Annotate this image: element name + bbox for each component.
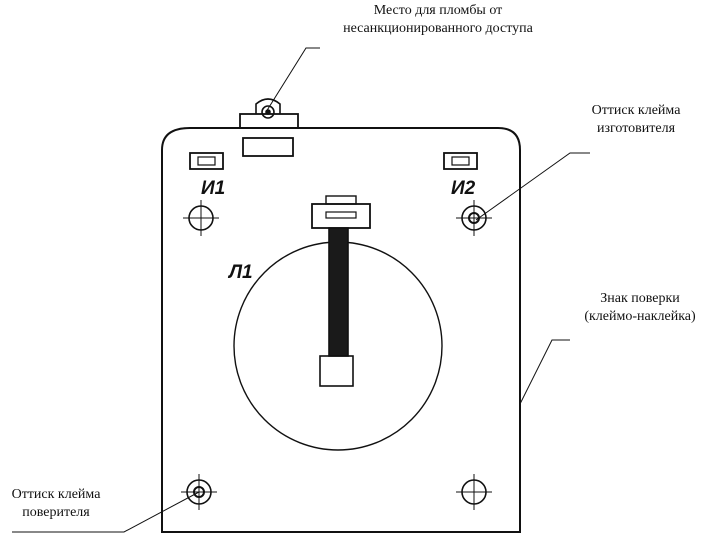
terminal-label-i2: И2 <box>451 178 476 199</box>
terminal-block-left <box>189 152 224 170</box>
callout-verifier-line1: Оттиск клейма <box>11 487 101 502</box>
terminal-label-l1: Л1 <box>227 262 253 283</box>
terminal-block-right <box>443 152 478 170</box>
housing-outline <box>161 127 521 533</box>
leader-verifier <box>12 491 200 533</box>
leader-seal <box>265 47 320 113</box>
callout-manufacturer-line1: Оттиск клейма <box>591 103 681 118</box>
callout-seal-line1: Место для пломбы от <box>373 3 503 18</box>
callout-manufacturer-line2: изготовителя <box>596 121 676 136</box>
callout-seal-place: Место для пломбы от несанкционированного… <box>318 2 558 38</box>
callout-verifier-stamp: Оттиск клейма поверителя <box>0 486 112 522</box>
primary-busbar <box>311 195 371 387</box>
callout-verification-sign: Знак поверки (клеймо-наклейка) <box>570 290 710 326</box>
mounting-hole-bottom-right <box>456 474 492 510</box>
callout-manufacturer-stamp: Оттиск клейма изготовителя <box>566 102 706 138</box>
leader-manufacturer <box>475 152 590 221</box>
callout-verifier-line2: поверителя <box>22 505 90 520</box>
callout-verification-line1: Знак поверки <box>600 291 680 306</box>
callout-seal-line2: несанкционированного доступа <box>343 21 533 36</box>
mounting-hole-top-left <box>183 200 219 236</box>
callout-verification-line2: (клеймо-наклейка) <box>584 309 696 324</box>
terminal-label-i1: И1 <box>201 178 225 199</box>
leader-verification <box>519 339 570 405</box>
seal-assembly <box>239 98 299 157</box>
mounting-hole-top-right <box>456 200 492 236</box>
